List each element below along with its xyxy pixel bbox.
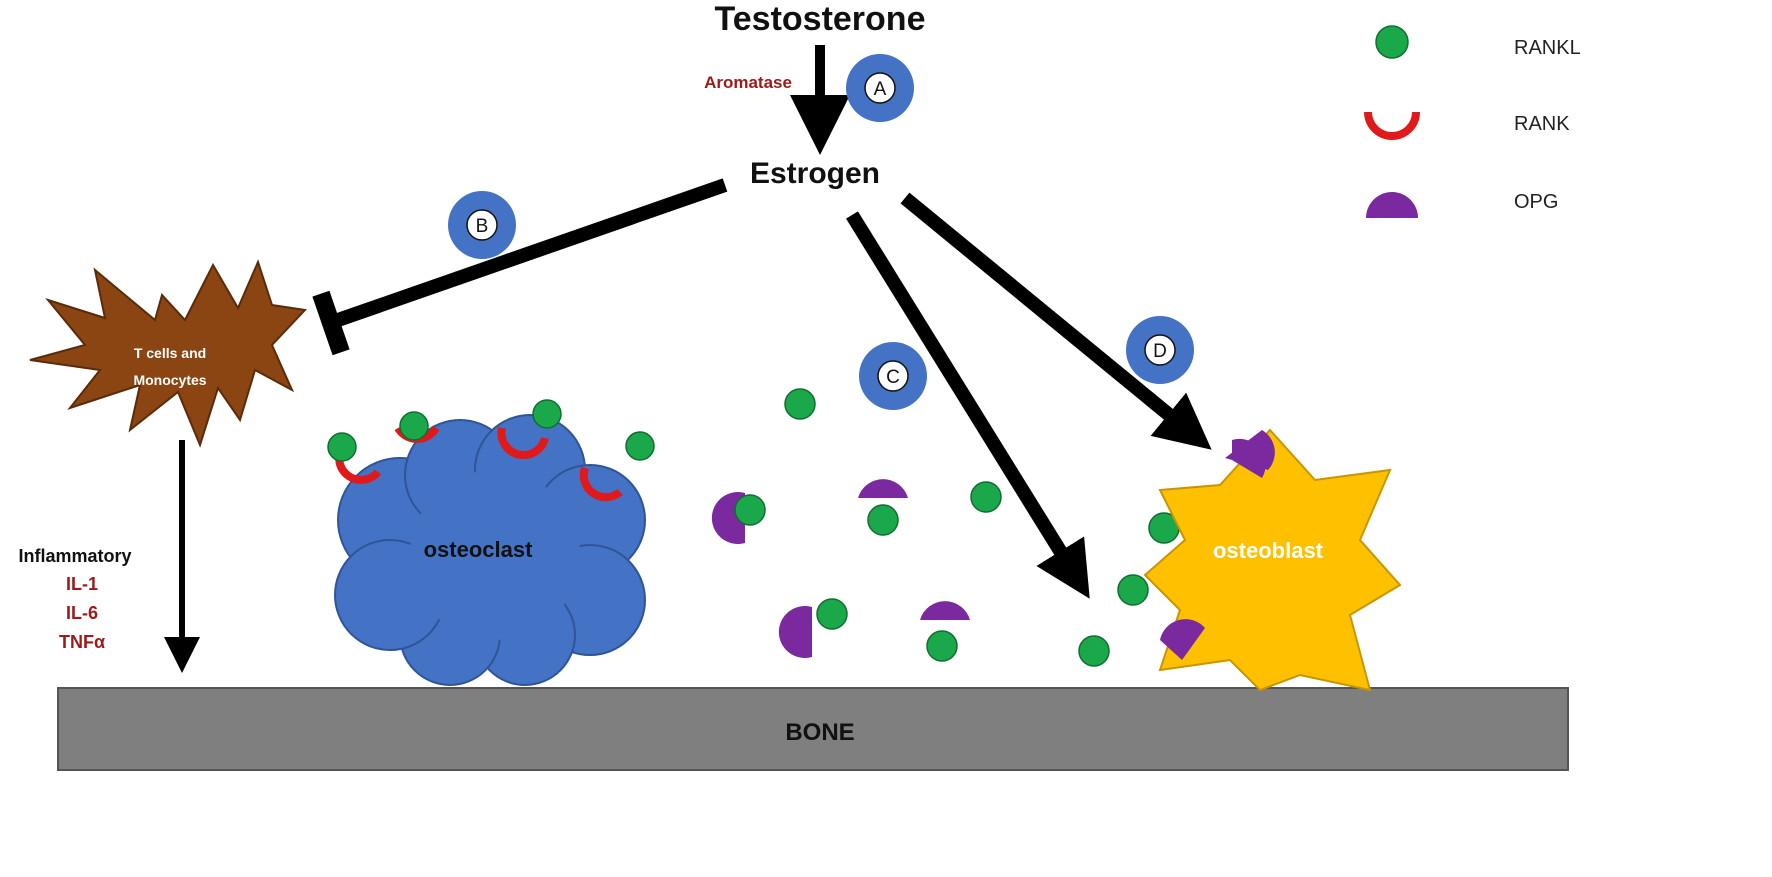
legend: RANKL RANK OPG (1364, 25, 1581, 218)
rankl-molecule (327, 432, 357, 462)
inhibition-bar (312, 290, 350, 356)
estrogen-inhibition-line (335, 178, 728, 327)
legend-opg-swatch (1366, 192, 1418, 218)
osteoclast-label: osteoclast (424, 537, 533, 562)
badge-b-label: B (476, 216, 489, 237)
badge-c-label: C (886, 367, 900, 388)
estrogen-arrow-d (900, 192, 1212, 450)
inflammatory-title: Inflammatory (18, 546, 131, 566)
legend-rank-swatch (1364, 111, 1420, 140)
opg-rankl-complex (858, 479, 908, 536)
legend-rankl-swatch (1375, 25, 1409, 59)
legend-rankl-label: RANKL (1514, 37, 1581, 59)
legend-rank-label: RANK (1514, 113, 1570, 135)
rankl-molecule (970, 481, 1002, 513)
opg-rankl-complex (711, 492, 766, 544)
aromatase-label: Aromatase (704, 73, 792, 92)
badge-a: A (846, 54, 914, 122)
rankl-molecule (784, 388, 816, 420)
opg-rankl-complex (778, 598, 848, 659)
opg-molecule (1225, 430, 1275, 470)
opg-molecule (1160, 619, 1205, 660)
il6-label: IL-6 (66, 603, 98, 623)
rankl-molecule (625, 431, 655, 461)
legend-opg-label: OPG (1514, 191, 1558, 213)
badge-d-label: D (1153, 341, 1167, 362)
badge-b: B (448, 191, 516, 259)
badge-c: C (859, 342, 927, 410)
rankl-molecule (1078, 635, 1110, 667)
badge-d: D (1126, 316, 1194, 384)
estrogen-label: Estrogen (750, 157, 880, 190)
opg-rankl-complex (920, 601, 970, 662)
estrogen-arrow-c (846, 211, 1090, 599)
badge-a-label: A (874, 79, 887, 100)
rank-receptor-3 (497, 427, 549, 460)
immune-cells-label-2: Monocytes (133, 372, 206, 388)
rank-receptor-4 (579, 466, 623, 502)
tnf-label: TNFα (59, 632, 105, 652)
immune-cells-starburst (29, 259, 308, 448)
il1-label: IL-1 (66, 574, 98, 594)
testosterone-label: Testosterone (715, 0, 926, 38)
immune-cells-label-1: T cells and (134, 345, 206, 361)
osteoblast-label: osteoblast (1213, 538, 1324, 563)
rankl-molecule (532, 399, 562, 429)
rankl-molecule (1117, 574, 1149, 606)
bone-bar (57, 687, 1569, 771)
bone-label: BONE (785, 719, 854, 746)
osteoblast-cell (1143, 428, 1402, 692)
rankl-molecule (399, 411, 429, 441)
